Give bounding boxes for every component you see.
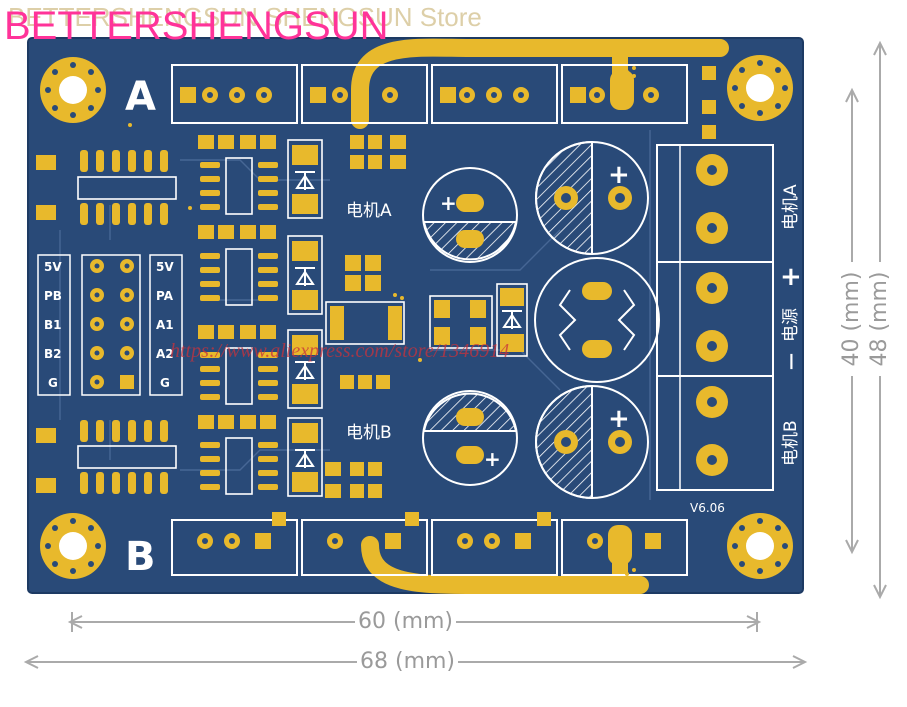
pin-label-left: B1	[44, 318, 62, 332]
cap-plus: +	[608, 160, 630, 190]
conn-motor-a-label: 电机A	[781, 184, 801, 230]
pin-label-right: G	[160, 376, 170, 390]
regulator-outlines	[325, 295, 493, 349]
pin-label-left: PB	[44, 289, 62, 303]
version-label: V6.06	[690, 501, 725, 515]
dim-height-outer: 48 (mm)	[867, 262, 892, 376]
pin-label-right: PA	[156, 289, 174, 303]
cap-plus: +	[440, 191, 457, 215]
ic-bottom-left	[36, 420, 177, 494]
terminal-block: 电机A + 电源 — 电机B V6.06	[656, 144, 802, 515]
mounting-holes	[40, 55, 793, 579]
dim-width-inner: 60 (mm)	[355, 611, 457, 633]
pin-label-left: 5V	[44, 260, 62, 274]
top-connectors	[171, 64, 688, 124]
cap-plus: +	[484, 447, 501, 471]
pin-label-right: A1	[156, 318, 174, 332]
small-capacitors: + +	[422, 167, 518, 486]
label-a: A	[125, 74, 156, 120]
large-capacitors: + +	[534, 140, 660, 500]
bottom-connectors	[171, 519, 688, 576]
conn-power-minus: —	[781, 353, 801, 370]
pin-label-right: A2	[156, 347, 174, 361]
driver-ics	[198, 135, 278, 495]
motor-a-label: 电机A	[346, 201, 392, 221]
smd-pads	[325, 135, 486, 498]
label-b: B	[125, 534, 156, 580]
conn-motor-b-label: 电机B	[781, 420, 801, 466]
pin-label-left: B2	[44, 347, 62, 361]
watermark-store: BETTERSHENGSUN SHENGSUN Store	[8, 2, 482, 32]
pcb-board	[28, 38, 803, 593]
conn-power-plus: +	[780, 262, 802, 292]
diodes	[287, 139, 528, 497]
cap-plus: +	[608, 404, 630, 434]
watermark-brand: BETTERSHENGSUN	[4, 4, 389, 48]
dim-width-outer: 68 (mm)	[357, 651, 459, 673]
pin-header: 5V PB B1 B2 G 5V PA A1 A2 G	[37, 254, 183, 396]
pin-label-left: G	[48, 376, 58, 390]
pin-label-right: 5V	[156, 260, 174, 274]
watermark-url: https://www.aliexpress.com/store/1346914	[170, 340, 510, 362]
ic-top-left	[36, 150, 177, 225]
dim-height-inner: 40 (mm)	[839, 262, 864, 376]
conn-power-label: 电源	[781, 308, 801, 342]
motor-b-label: 电机B	[346, 423, 392, 443]
